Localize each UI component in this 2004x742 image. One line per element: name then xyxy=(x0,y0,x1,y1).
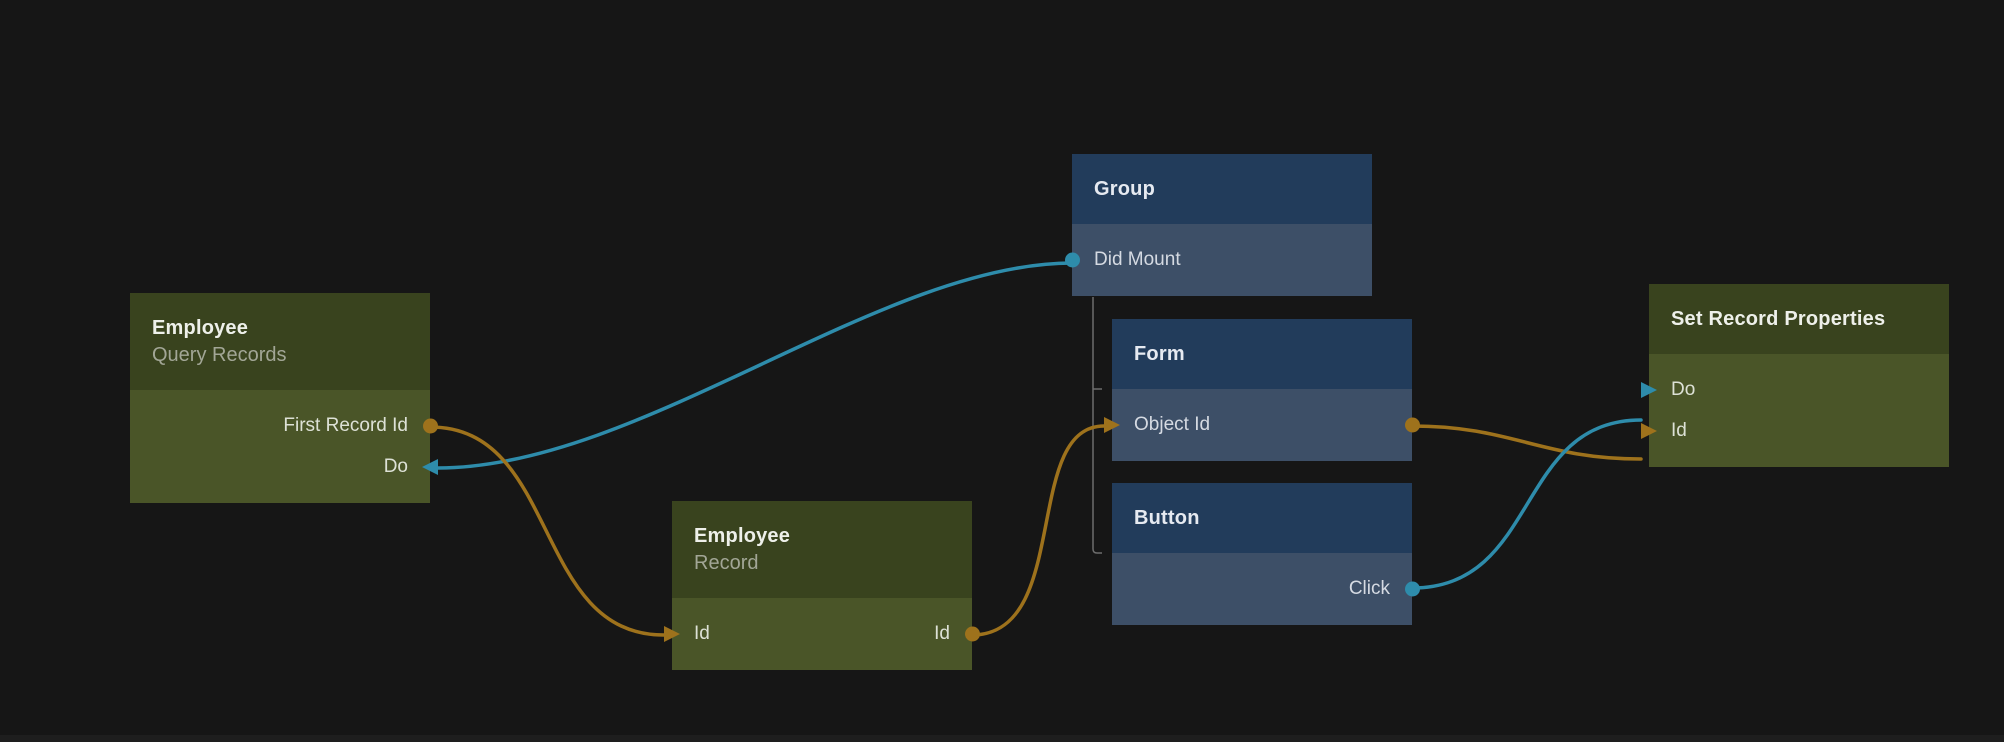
input-arrow-icon[interactable] xyxy=(664,625,680,642)
port-label: First Record Id xyxy=(283,414,408,436)
port-do[interactable]: Do xyxy=(130,446,438,487)
port-label: Id xyxy=(1671,419,1687,441)
output-connector-dot[interactable] xyxy=(1404,417,1420,432)
port-label-id-output: Id xyxy=(934,622,950,644)
node-title: Employee xyxy=(152,317,249,339)
wire-firstrecordid-to-id[interactable] xyxy=(428,425,666,637)
input-arrow-icon[interactable] xyxy=(1104,416,1120,433)
node-form[interactable]: Form Object Id xyxy=(1104,319,1420,461)
node-header: Employee Query Records xyxy=(130,293,430,390)
node-title: Employee xyxy=(694,525,791,547)
wire-didmount-to-do[interactable] xyxy=(436,261,1074,470)
node-header: Button xyxy=(1112,483,1412,553)
port-label: Object Id xyxy=(1134,413,1211,435)
node-header: Form xyxy=(1112,319,1412,389)
canvas-bottom-strip xyxy=(0,735,2004,742)
node-subtitle: Record xyxy=(694,552,759,574)
output-connector-dot[interactable] xyxy=(422,418,438,433)
port-label: Did Mount xyxy=(1094,248,1181,270)
node-body: Object Id xyxy=(1104,389,1420,461)
input-arrow-icon[interactable] xyxy=(1641,381,1657,398)
node-header: Set Record Properties xyxy=(1649,284,1949,354)
node-button[interactable]: Button Click xyxy=(1112,483,1420,625)
port-id[interactable]: Id xyxy=(1641,410,1949,451)
wire-click-to-do[interactable] xyxy=(1410,418,1643,590)
port-label: Click xyxy=(1348,577,1390,599)
node-header: Group xyxy=(1072,154,1372,224)
port-label: Do xyxy=(383,455,408,477)
output-connector-dot[interactable] xyxy=(964,626,980,641)
node-group[interactable]: Group Did Mount xyxy=(1064,154,1372,296)
node-employee-query-records[interactable]: Employee Query Records First Record Id D… xyxy=(130,293,438,503)
wire-objectid-to-id[interactable] xyxy=(1410,424,1643,461)
port-label-id-input: Id xyxy=(694,622,710,644)
node-title: Button xyxy=(1134,507,1200,529)
node-body: First Record Id Do xyxy=(130,390,438,503)
port-object-id[interactable]: Object Id xyxy=(1104,404,1420,445)
port-row-id[interactable]: Id Id xyxy=(664,613,980,654)
port-click[interactable]: Click xyxy=(1112,568,1420,609)
port-did-mount[interactable]: Did Mount xyxy=(1064,239,1372,280)
node-header: Employee Record xyxy=(672,501,972,598)
node-title: Set Record Properties xyxy=(1671,308,1886,330)
node-employee-record[interactable]: Employee Record Id Id xyxy=(664,501,980,670)
port-do[interactable]: Do xyxy=(1641,369,1949,410)
output-connector-dot[interactable] xyxy=(1404,581,1420,596)
node-body: Id Id xyxy=(664,598,980,670)
node-subtitle: Query Records xyxy=(152,344,287,366)
node-body: Do Id xyxy=(1641,354,1949,467)
port-first-record-id[interactable]: First Record Id xyxy=(130,405,438,446)
port-label: Do xyxy=(1671,378,1696,400)
input-arrow-icon[interactable] xyxy=(1641,422,1657,439)
node-title: Form xyxy=(1134,343,1185,365)
node-body: Click xyxy=(1112,553,1420,625)
node-set-record-properties[interactable]: Set Record Properties Do Id xyxy=(1641,284,1949,467)
output-connector-dot[interactable] xyxy=(1064,252,1080,267)
wire-recordid-to-objectid[interactable] xyxy=(970,424,1106,637)
hierarchy-line-group-children xyxy=(1092,297,1102,554)
node-body: Did Mount xyxy=(1064,224,1372,296)
node-title: Group xyxy=(1094,178,1155,200)
input-arrow-icon[interactable] xyxy=(422,458,438,475)
